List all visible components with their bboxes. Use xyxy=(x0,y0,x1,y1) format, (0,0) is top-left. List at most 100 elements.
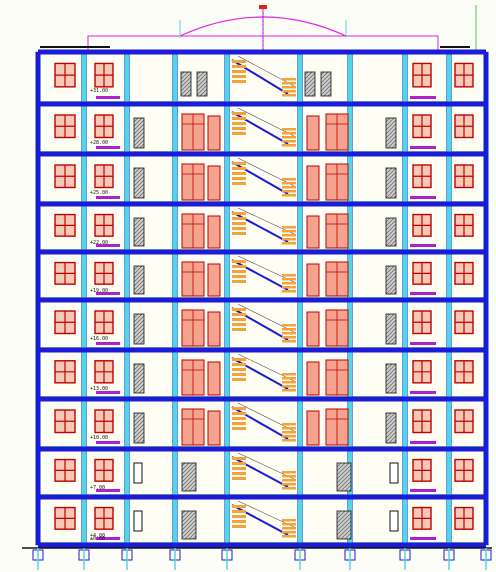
floor-slab xyxy=(38,446,486,452)
floor-slab xyxy=(38,542,486,548)
window xyxy=(454,458,474,482)
stair-step xyxy=(232,132,246,135)
stair-step xyxy=(232,227,246,230)
window xyxy=(54,62,76,88)
stair-step xyxy=(232,112,246,115)
glass-door xyxy=(181,408,205,446)
door-leaf xyxy=(306,263,320,297)
floor-slab xyxy=(38,396,486,402)
stair-step xyxy=(282,90,296,93)
glass-door xyxy=(181,261,205,297)
stair-step xyxy=(282,290,296,293)
window xyxy=(454,506,474,530)
sill-mark xyxy=(410,96,436,99)
sill-mark xyxy=(410,244,436,247)
window xyxy=(54,310,76,335)
window xyxy=(94,409,114,434)
stair-step xyxy=(232,422,246,425)
window xyxy=(412,62,432,88)
stair-step xyxy=(282,140,296,143)
window xyxy=(94,213,114,237)
stair-step xyxy=(282,226,296,229)
door-leaf xyxy=(207,263,221,297)
stair-step xyxy=(282,190,296,193)
stair-step xyxy=(282,389,296,392)
sill-mark xyxy=(410,489,436,492)
hatched-door xyxy=(181,462,197,492)
floor-slab xyxy=(38,49,486,55)
stair-step xyxy=(282,86,296,89)
hatched-door xyxy=(196,71,208,97)
window xyxy=(54,360,76,384)
stair-handrail xyxy=(237,55,295,87)
stair-handrail xyxy=(237,255,295,283)
glass-door xyxy=(325,359,349,396)
hatched-door xyxy=(181,510,197,540)
door-leaf xyxy=(306,215,320,249)
window xyxy=(94,458,114,482)
window xyxy=(454,164,474,189)
stair-step xyxy=(232,222,246,225)
stair-step xyxy=(232,313,246,316)
window xyxy=(412,114,432,139)
door-leaf xyxy=(207,115,221,151)
stair-step xyxy=(282,535,296,538)
stair-step xyxy=(282,144,296,147)
hatched-door xyxy=(133,265,145,295)
stair-step xyxy=(232,260,246,263)
level-label: +13.00 xyxy=(90,386,108,392)
glass-door xyxy=(325,163,349,201)
floor-slab xyxy=(38,297,486,303)
stair-step xyxy=(232,363,246,366)
stair-step xyxy=(282,487,296,490)
stair-step xyxy=(282,427,296,430)
stair-step xyxy=(282,282,296,285)
sill-mark xyxy=(96,537,120,540)
window xyxy=(412,261,432,285)
sill-mark xyxy=(410,441,436,444)
stair-step xyxy=(282,531,296,534)
hatched-door xyxy=(133,217,145,247)
stair-step xyxy=(232,462,246,465)
hatched-door xyxy=(385,313,397,345)
stair-step xyxy=(232,75,246,78)
stair-step xyxy=(282,132,296,135)
stair-step xyxy=(282,431,296,434)
stair-step xyxy=(282,423,296,426)
window xyxy=(54,261,76,285)
window xyxy=(412,164,432,189)
window xyxy=(94,164,114,189)
window xyxy=(412,458,432,482)
window xyxy=(94,310,114,335)
sill-mark xyxy=(96,292,120,295)
level-label: +19.00 xyxy=(90,288,108,294)
floor-slab xyxy=(38,201,486,207)
stair-step xyxy=(282,385,296,388)
stair-step xyxy=(232,162,246,165)
stair-step xyxy=(232,407,246,410)
stair-step xyxy=(232,505,246,508)
glass-door xyxy=(181,213,205,249)
sill-mark xyxy=(96,441,120,444)
hatched-door xyxy=(304,71,316,97)
stair-step xyxy=(282,475,296,478)
stair-step xyxy=(232,358,246,361)
window xyxy=(54,213,76,237)
window xyxy=(94,261,114,285)
stair-step xyxy=(282,332,296,335)
window xyxy=(54,114,76,139)
stair-step xyxy=(232,275,246,278)
stair-step xyxy=(282,527,296,530)
hatched-door xyxy=(336,510,352,540)
stair-handrail xyxy=(237,353,295,382)
stair-step xyxy=(282,78,296,81)
window xyxy=(454,409,474,434)
glass-door xyxy=(325,408,349,446)
left-outer-wall xyxy=(36,52,40,545)
door-leaf xyxy=(306,311,320,347)
stair-step xyxy=(232,117,246,120)
window xyxy=(454,114,474,139)
window xyxy=(412,506,432,530)
small-window xyxy=(389,462,399,484)
window xyxy=(454,310,474,335)
